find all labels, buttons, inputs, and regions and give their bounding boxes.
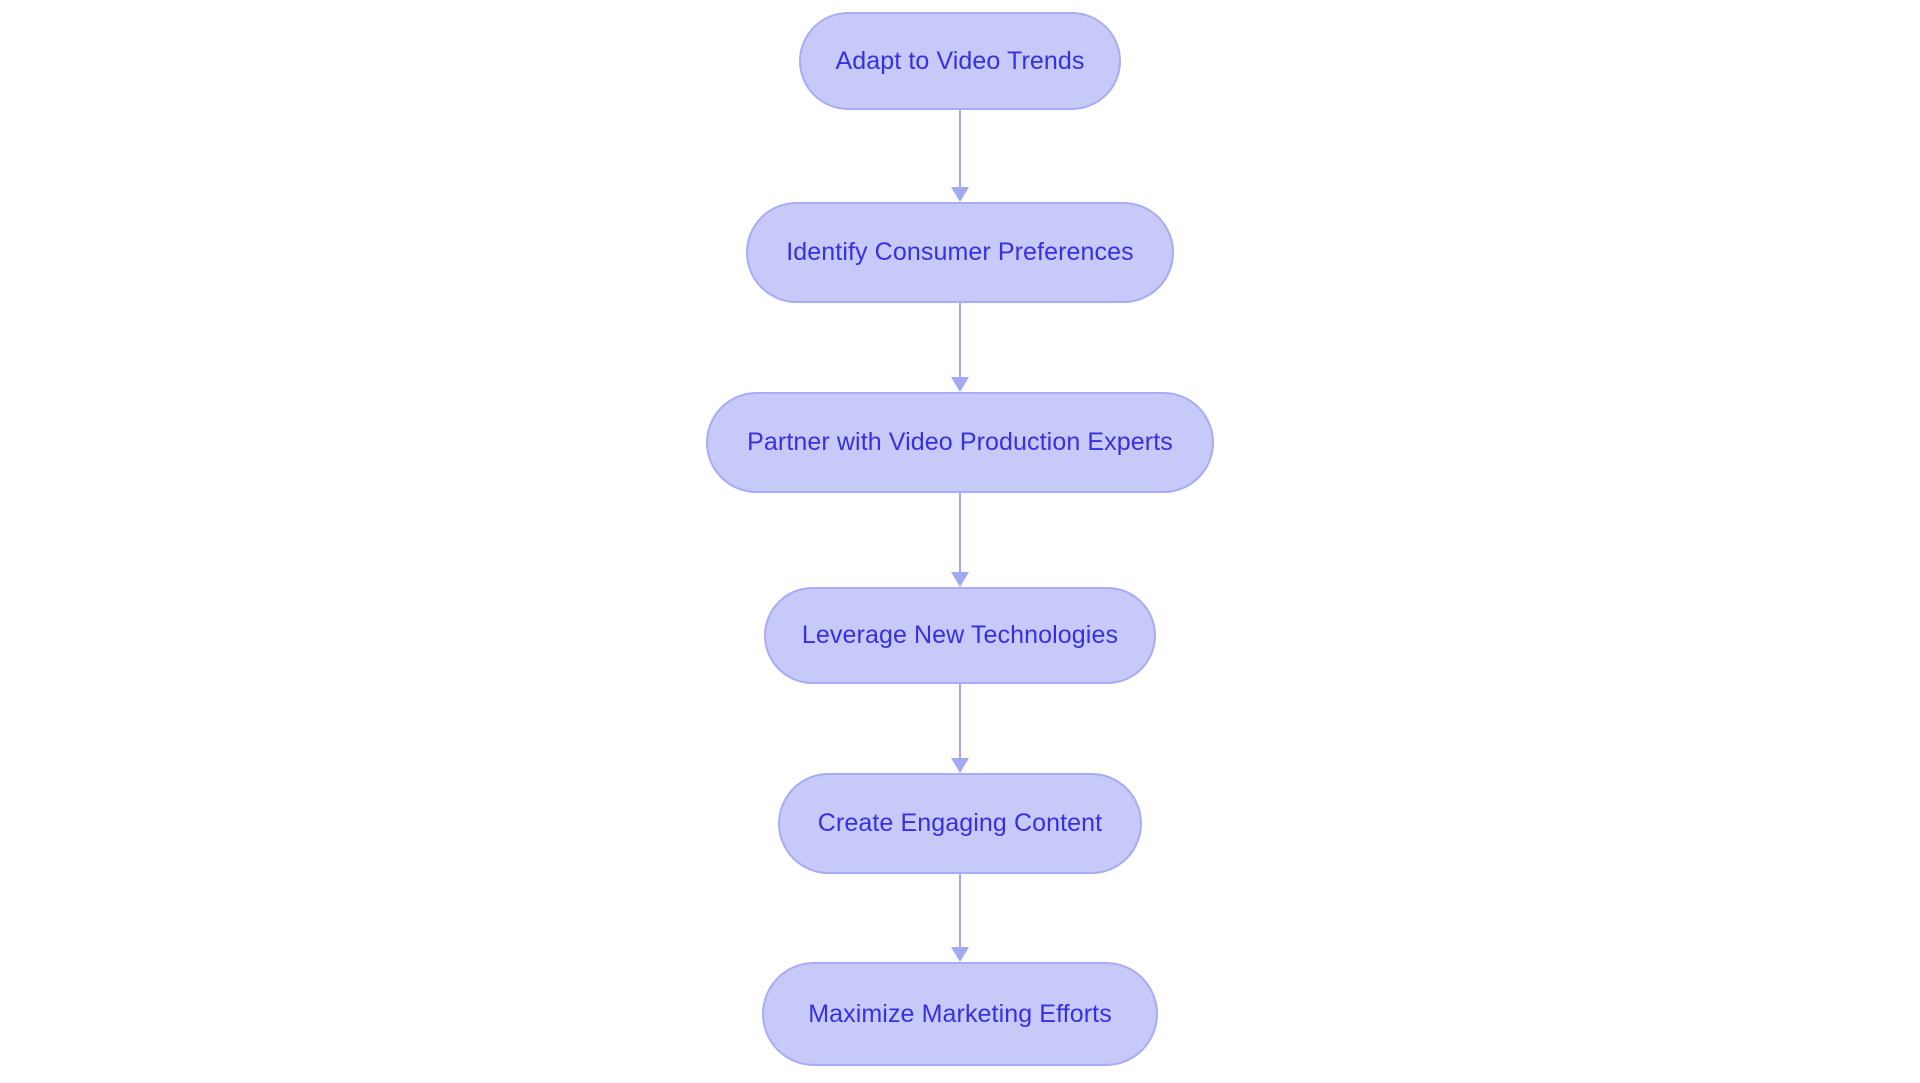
flow-node-label: Create Engaging Content — [817, 809, 1103, 837]
edge-line — [958, 493, 962, 572]
flow-edge-n4-n5 — [951, 874, 969, 962]
flow-node-label: Leverage New Technologies — [801, 621, 1119, 649]
flow-node-partner-with-video-production-experts[interactable]: Partner with Video Production Experts — [706, 392, 1214, 493]
flow-node-maximize-marketing-efforts[interactable]: Maximize Marketing Efforts — [762, 962, 1158, 1066]
arrowhead-down-icon — [951, 572, 969, 587]
arrowhead-down-icon — [951, 758, 969, 773]
flow-node-label: Identify Consumer Preferences — [786, 238, 1134, 266]
flow-node-create-engaging-content[interactable]: Create Engaging Content — [778, 773, 1142, 874]
arrowhead-down-icon — [951, 377, 969, 392]
edge-line — [958, 110, 962, 187]
flow-node-label: Partner with Video Production Experts — [747, 428, 1173, 456]
flow-edge-n2-n3 — [951, 493, 969, 587]
arrowhead-down-icon — [951, 947, 969, 962]
flow-node-leverage-new-technologies[interactable]: Leverage New Technologies — [764, 587, 1156, 684]
flow-node-identify-consumer-preferences[interactable]: Identify Consumer Preferences — [746, 202, 1174, 303]
edge-line — [958, 684, 962, 758]
edge-line — [958, 303, 962, 377]
flow-edge-n3-n4 — [951, 684, 969, 773]
flow-node-label: Adapt to Video Trends — [835, 46, 1085, 75]
flow-node-adapt-to-video-trends[interactable]: Adapt to Video Trends — [799, 12, 1121, 110]
flow-edge-n0-n1 — [951, 110, 969, 202]
arrowhead-down-icon — [951, 187, 969, 202]
flow-node-label: Maximize Marketing Efforts — [808, 999, 1112, 1028]
flow-edge-n1-n2 — [951, 303, 969, 392]
edge-line — [958, 874, 962, 947]
